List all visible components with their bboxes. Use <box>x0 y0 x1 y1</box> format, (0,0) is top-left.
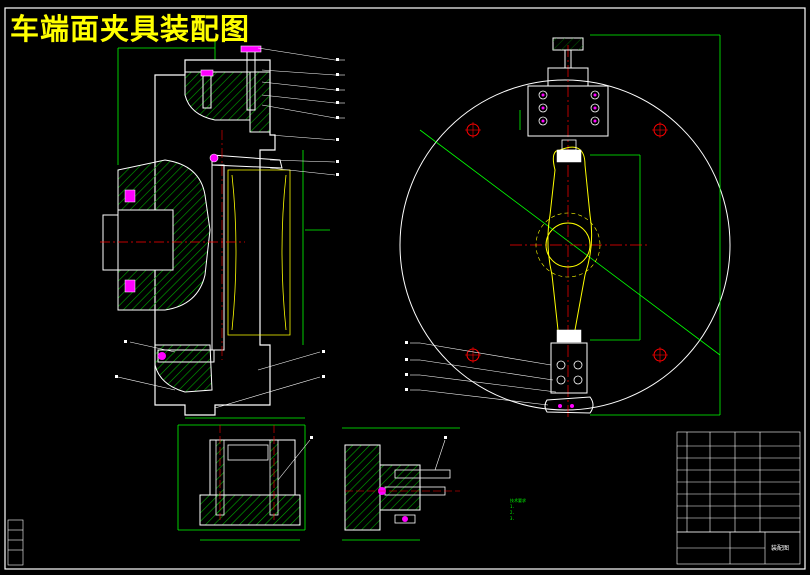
note-line: 3. <box>510 516 515 521</box>
detail-view-2 <box>342 427 460 541</box>
drawing-title: 车端面夹具装配图 <box>10 12 251 46</box>
title-block <box>7 431 801 566</box>
front-view <box>399 34 731 420</box>
detail-view-1 <box>177 424 311 541</box>
technical-notes: 技术要求 1. 2. 3. <box>510 498 526 522</box>
note-line: 2. <box>510 510 515 515</box>
title-block-drawing-name: 装配图 <box>771 544 789 552</box>
note-line: 1. <box>510 504 515 509</box>
notes-heading: 技术要求 <box>510 498 526 503</box>
side-section-view <box>100 40 345 419</box>
drawing-frame <box>4 7 806 570</box>
